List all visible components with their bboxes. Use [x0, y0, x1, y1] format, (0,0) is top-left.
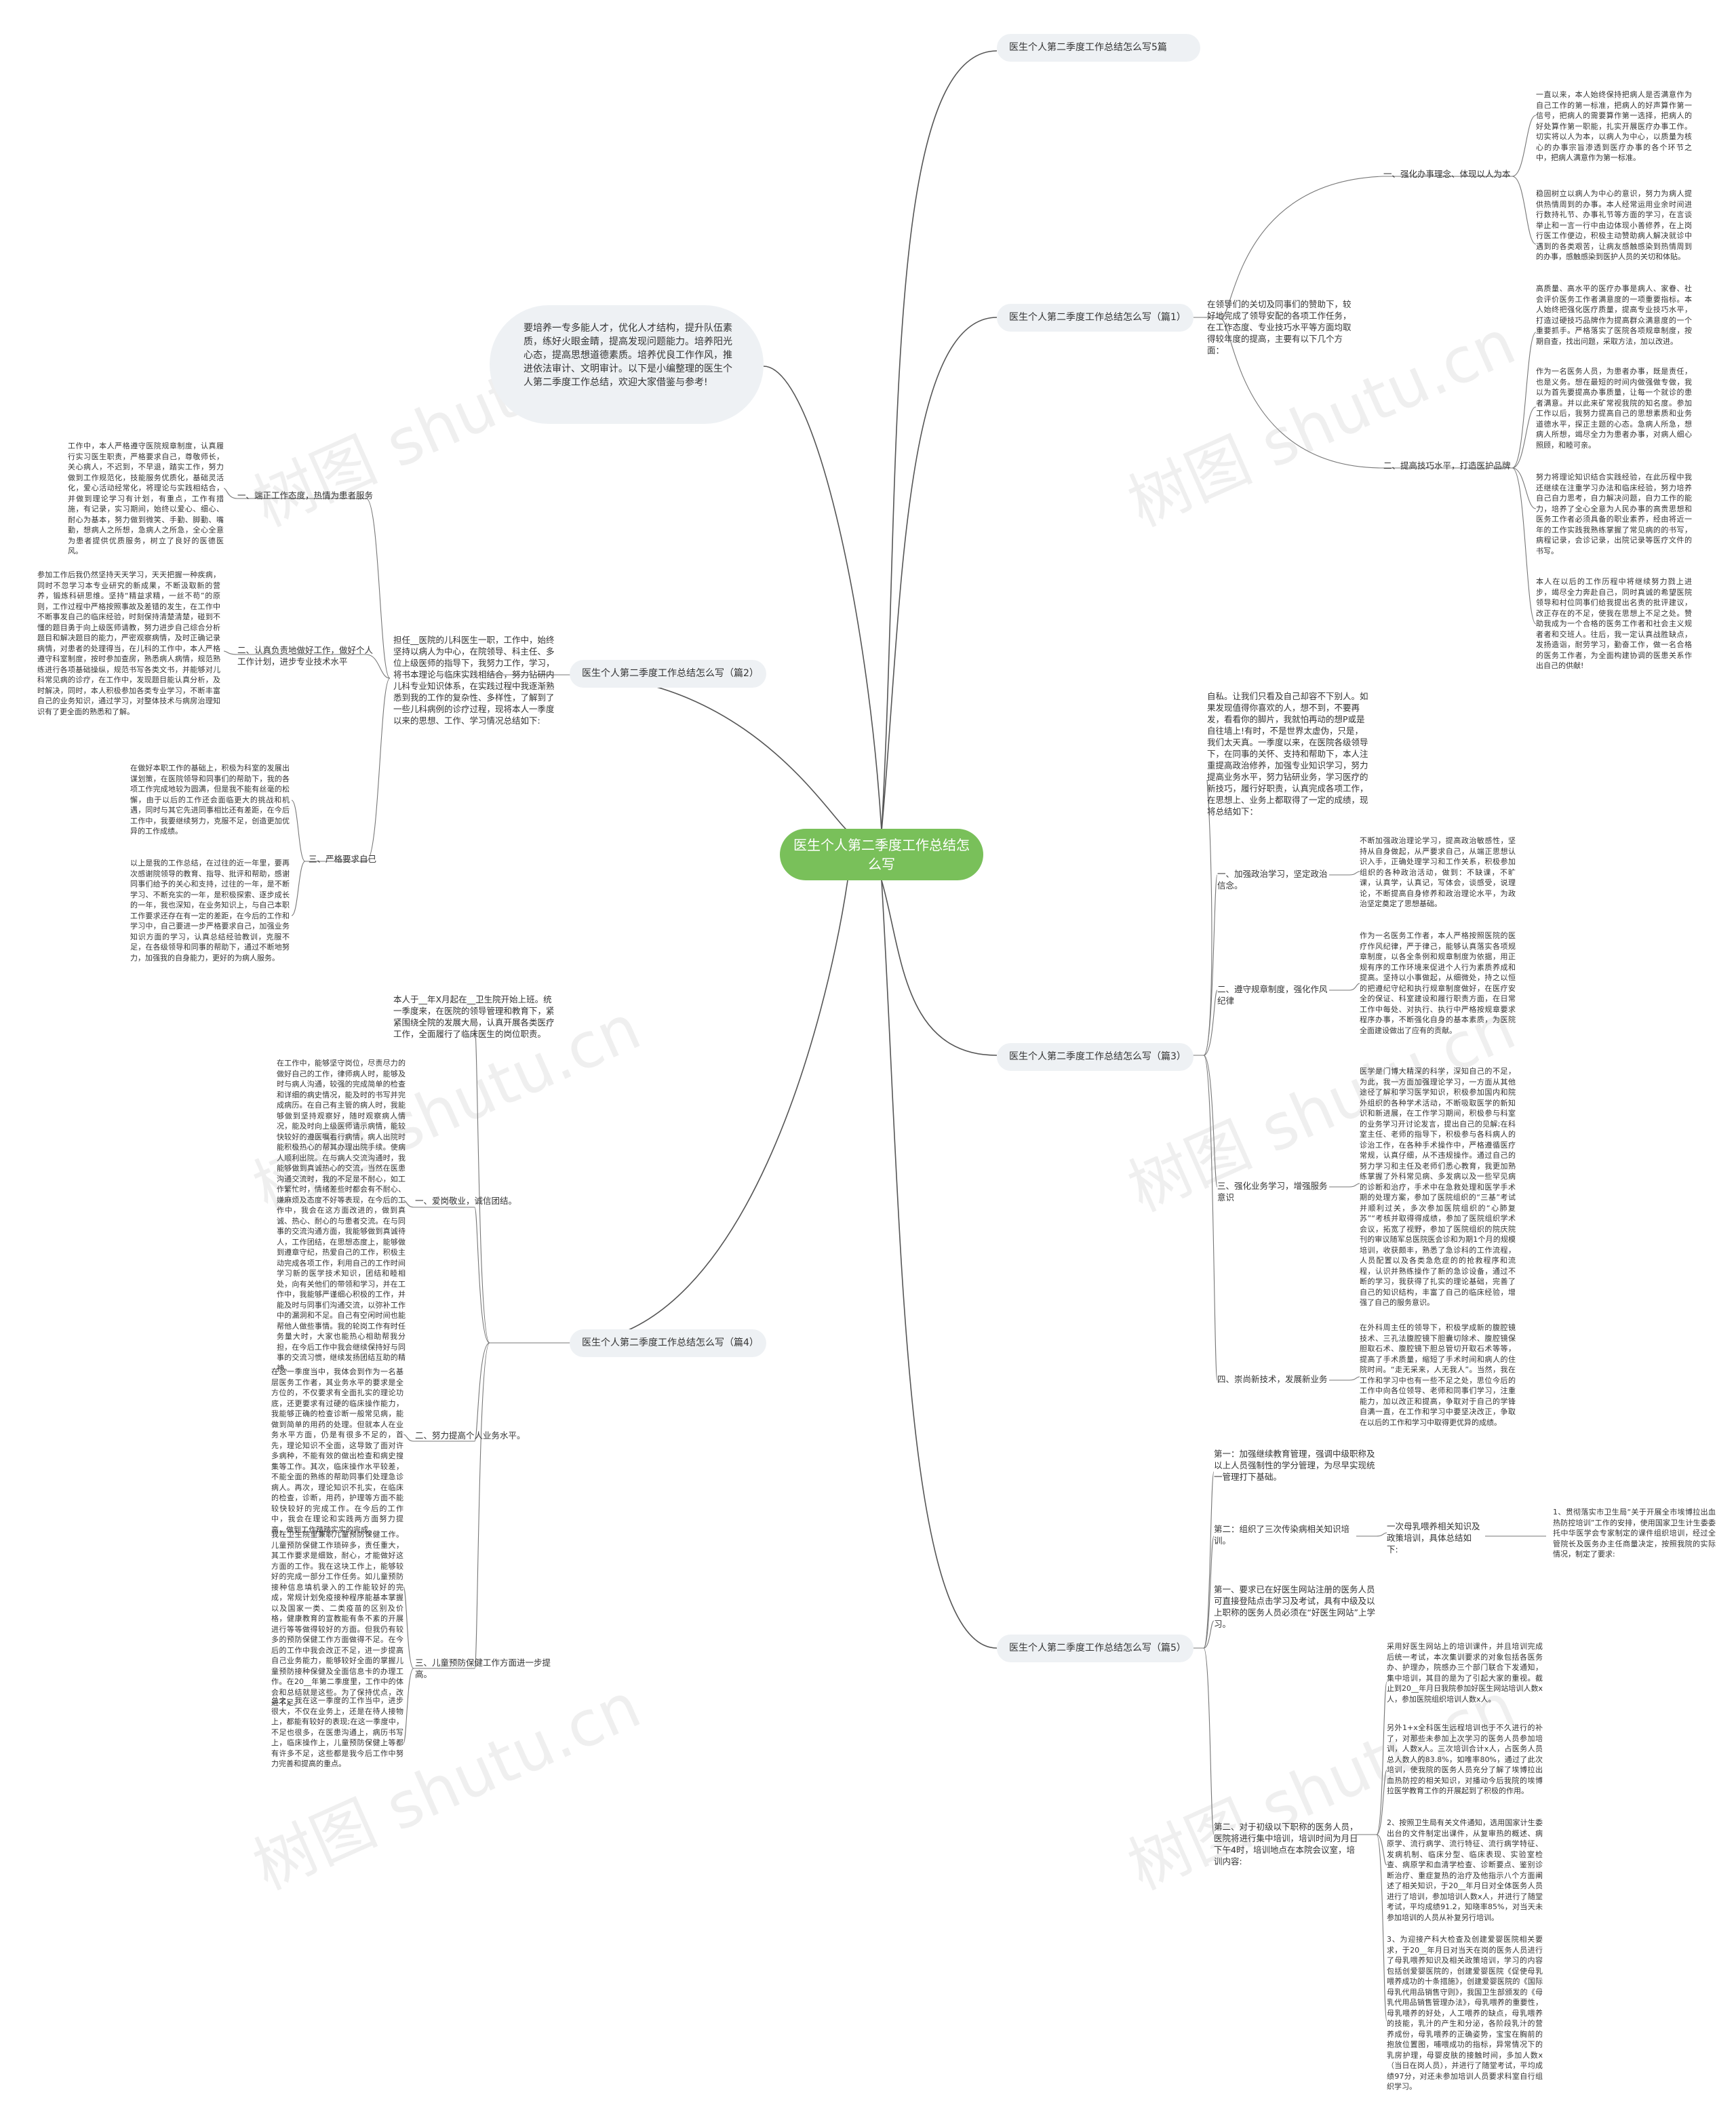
p3-section-2[interactable]: 二、遵守规章制度，强化作风纪律	[1217, 984, 1328, 1006]
p1-section-1[interactable]: 一、强化办事理念、体现以人为本	[1383, 169, 1511, 179]
p3-s4-leaf-1: 在外科周主任的领导下，积极学成新的腹腔镜技术、三孔法腹腔镜下胆囊切除术、腹腔镜保…	[1360, 1323, 1516, 1427]
edge-root-b3	[881, 880, 998, 1056]
p2-intro[interactable]: 担任__医院的儿科医生一职，工作中，始终坚持以病人为中心，在院领导、科主任、多位…	[393, 635, 555, 726]
p5-item-2-leaf: 1、贯彻落实市卫生局“关于开展全市埃博拉出血热防控培训”工作的安排，使用国家卫生…	[1553, 1508, 1716, 1559]
p5-item-1[interactable]: 第一：加强继续教育管理，强调中级职称及以上人员强制性的学分管理，为尽早实现统一管…	[1214, 1449, 1375, 1482]
p5-item-4[interactable]: 第二、对于初级以下职称的医务人员，医院将进行集中培训，培训时间为月日下午4时，培…	[1214, 1822, 1358, 1866]
p3-intro[interactable]: 自私。让我们只看及自己却容不下别人。如果发现值得你喜欢的人，想不到，不要再发，看…	[1207, 691, 1368, 817]
p5-item-3[interactable]: 第一、要求已在好医生网站注册的医务人员可直接登陆点击学习及考试，具有中级及以上职…	[1214, 1584, 1375, 1629]
p2-s3-leaf-1: 在做好本职工作的基础上，积极为科室的发展出谋划策，在医院领导和同事们的帮助下，我…	[130, 764, 290, 836]
p3-section-4[interactable]: 四、崇尚新技术，发展新业务	[1217, 1374, 1328, 1384]
branch-article-4[interactable]: 医生个人第二季度工作总结怎么写（篇4）	[570, 1329, 766, 1357]
p1-s1-leaf-2: 稳固树立以病人为中心的意识，努力为病人提供热情周到的办事。本人经常运用业余时间进…	[1536, 189, 1692, 261]
p3-s3-leaf-1: 医学是门博大精深的科学，深知自己的不足，为此，我一方面加强理论学习，一方面从其他…	[1360, 1067, 1516, 1307]
edge-root-intro	[763, 366, 882, 831]
p3-s1-leaf-1: 不断加强政治理论学习，提高政治敏感性，坚持从自身做起，从严要求自己，从端正思想认…	[1360, 836, 1516, 908]
p3-s2-leaf-1: 作为一名医务工作者，本人严格按照医院的医疗作风纪律，严于律己，能够认真落实各项规…	[1360, 931, 1516, 1035]
p4-section-1[interactable]: 一、爱岗敬业，诚信团结。	[415, 1196, 517, 1206]
p4-section-2[interactable]: 二、努力提高个人业务水平。	[415, 1430, 526, 1441]
p4-intro[interactable]: 本人于__年X月起在__卫生院开始上班。统一季度来，在医院的领导管理和教育下，紧…	[393, 994, 555, 1039]
p5-item-2-detail[interactable]: 一次母乳喂养相关知识及政策培训，具体总结如下:	[1387, 1521, 1480, 1554]
p5-item-4-leaf-1: 采用好医生网站上的培训课件，并且培训完成后统一考试，本次集训要求的对象包括各医务…	[1387, 1642, 1543, 1704]
p1-section-2[interactable]: 二、提高技巧水平，打造医护品牌	[1383, 461, 1511, 471]
branch-article-3[interactable]: 医生个人第二季度工作总结怎么写（篇3）	[997, 1043, 1194, 1071]
p1-s2-leaf-1: 高质量、高水平的医疗办事是病人、家眷、社会评价医务工作者满意度的一项重要指标。本…	[1536, 284, 1692, 346]
edge-root-b5	[881, 50, 998, 831]
branch-article-5[interactable]: 医生个人第二季度工作总结怎么写（篇5）	[997, 1635, 1194, 1662]
p5-item-4-leaf-3: 2、按照卫生局有关文件通知，选用国家计生委出台的文件制定出课件，从复审热的概述、…	[1387, 1818, 1543, 1922]
branch-article-2[interactable]: 医生个人第二季度工作总结怎么写（篇2）	[570, 660, 766, 688]
p1-s2-leaf-3: 努力将理论知识结合实践经验，在此历程中我还继续在注重学习办法和临床经验，努力培养…	[1536, 473, 1692, 555]
p4-s1-leaf-1: 在工作中，能够坚守岗位，尽责尽力的做好自己的工作，律师病人时，能够及时与病人沟通…	[277, 1059, 406, 1373]
p2-s2-leaf-1: 参加工作后我仍然坚持天天学习，天天把握一种疾病，同时不忽学习本专业研究的新成果，…	[37, 570, 220, 716]
p1-s1-leaf-1: 一直以来，本人始终保持把病人是否满意作为自己工作的第一标准，把病人的好声算作第一…	[1536, 90, 1692, 162]
p1-s2-leaf-4: 本人在以后的工作历程中将继续努力戮上进步，竭尽全力奔赴自己，同时真诚的希望医院领…	[1536, 577, 1692, 670]
branch-5-articles[interactable]: 医生个人第二季度工作总结怎么写5篇	[997, 34, 1200, 62]
p4-s2-leaf-1: 在这一季度当中，我体会到作为一名基层医务工作者，其业务水平的要求是全方位的，不仅…	[271, 1367, 403, 1534]
p4-section-3[interactable]: 三、儿童预防保健工作方面进一步提高。	[415, 1658, 551, 1679]
p5-item-4-leaf-4: 3、为迎接产科大检查及创建爱婴医院相关要求，于20__年月日对当天在岗的医务人员…	[1387, 1935, 1543, 2091]
p5-item-2[interactable]: 第二：组织了三次传染病相关知识培训。	[1214, 1524, 1350, 1546]
edge-root-b2	[569, 674, 848, 831]
p1-s2-leaf-2: 作为一名医务人员，为患者办事，既是责任，也是义务。想在最短的时间内做强做专做，我…	[1536, 367, 1692, 450]
p1-intro[interactable]: 在领导们的关切及同事们的赞助下，较好地完成了领导安配的各项工作任务，在工作态度、…	[1207, 299, 1352, 355]
p2-s1-leaf-1: 工作中，本人严格遵守医院规章制度，认真履行实习医生职责，严格要求自己，尊敬师长，…	[68, 442, 224, 555]
p3-section-1[interactable]: 一、加强政治学习，坚定政治信念。	[1217, 869, 1328, 890]
intro-node[interactable]: 要培养一专多能人才，优化人才结构，提升队伍素质，练好火眼金睛，提高发现问题能力。…	[490, 305, 764, 424]
root-node[interactable]: 医生个人第二季度工作总结怎么写	[780, 829, 983, 880]
p2-section-3[interactable]: 三、严格要求自己	[309, 854, 377, 864]
branch-article-1[interactable]: 医生个人第二季度工作总结怎么写（篇1）	[997, 304, 1194, 332]
edge-root-b5b	[881, 880, 998, 1649]
p5-item-4-leaf-2: 另外1+x全科医生远程培训也于不久进行的补了，对那些未参加上次学习的医务人员参加…	[1387, 1723, 1543, 1795]
edge-root-b4	[569, 880, 848, 1344]
edge-root-b1	[881, 317, 998, 831]
p4-s3-leaf-2: 总之，我在这一季度的工作当中，进步很大，不仅在业务上，还是在待人接物上，都能有较…	[271, 1696, 403, 1768]
p2-section-2[interactable]: 二、认真负责地做好工作，做好个人工作计划，进步专业技术水平	[237, 645, 374, 667]
p2-s3-leaf-2: 以上是我的工作总结，在过往的近一年里，要再次感谢院领导的教育、指导、批评和帮助，…	[130, 859, 290, 962]
p2-section-1[interactable]: 一、端正工作态度，热情为患者服务	[237, 490, 374, 501]
p4-s3-leaf-1: 我在卫生院里兼职儿童预防保健工作。儿童预防保健工作琐碎多，责任重大，其工作要求是…	[271, 1530, 403, 1707]
p3-section-3[interactable]: 三、强化业务学习，增强服务意识	[1217, 1181, 1328, 1202]
